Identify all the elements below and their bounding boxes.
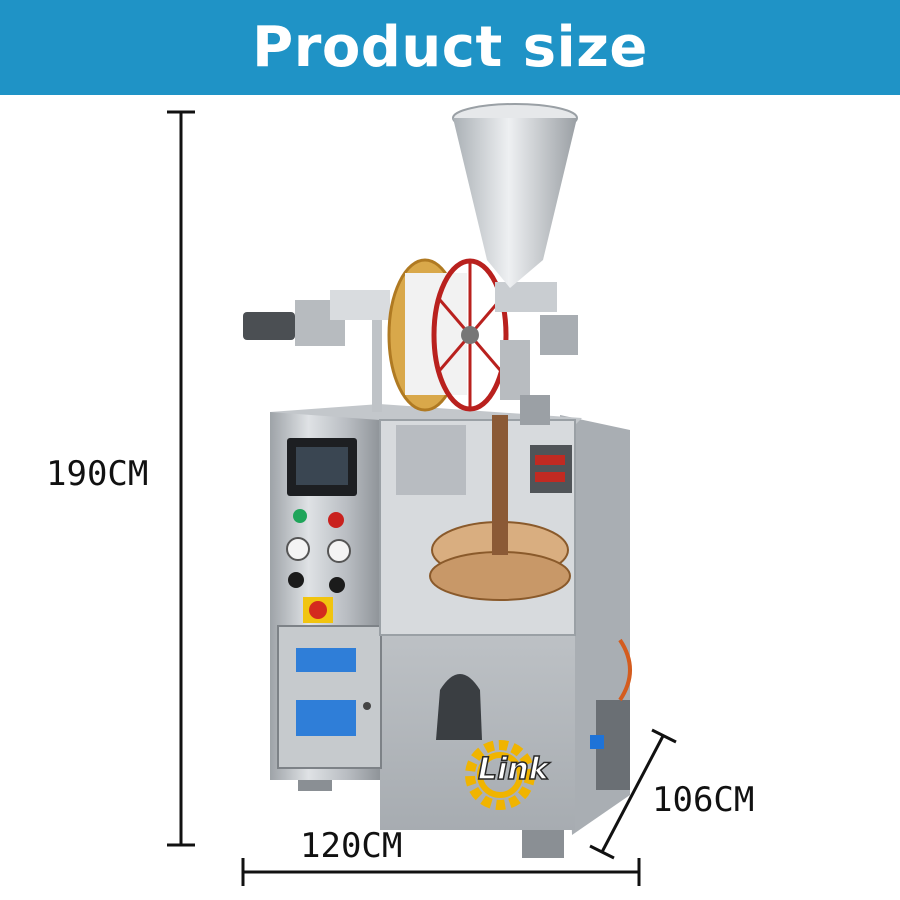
height-dimension-line	[167, 110, 195, 847]
depth-dimension-label: 106CM	[652, 780, 755, 820]
knob	[329, 577, 345, 593]
brand-logo	[465, 740, 535, 810]
pressure-gauge	[286, 537, 310, 561]
stop-button	[328, 512, 344, 528]
hopper	[453, 118, 577, 288]
start-button	[293, 509, 307, 523]
depth-dimension-line	[589, 728, 677, 860]
width-dimension-line	[241, 858, 641, 886]
packaging-machine	[243, 103, 632, 858]
header-bar: Product size	[0, 0, 900, 95]
door-window	[296, 648, 356, 672]
brand-logo-text: Link	[477, 751, 549, 788]
knob	[288, 572, 304, 588]
foot	[522, 828, 564, 858]
width-dimension-label: 120CM	[300, 826, 403, 866]
forming-tube	[492, 415, 508, 555]
motor	[243, 312, 295, 340]
door-window	[296, 700, 356, 736]
film-roll-disc	[431, 258, 509, 412]
lower-door	[277, 625, 382, 769]
height-dimension-label: 190CM	[46, 454, 149, 494]
page-title: Product size	[252, 15, 648, 80]
discharge-chute	[436, 674, 482, 740]
pressure-gauge	[327, 539, 351, 563]
